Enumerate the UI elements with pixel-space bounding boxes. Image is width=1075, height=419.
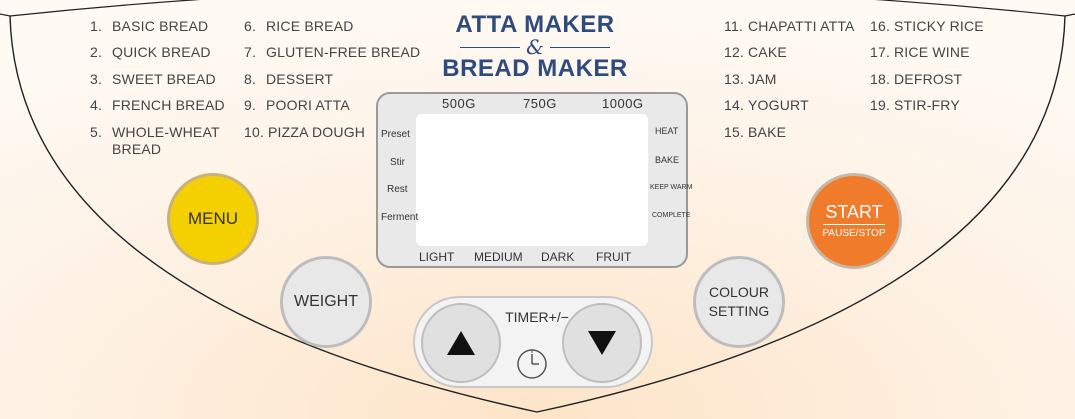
program-item: 7.GLUTEN-FREE BREAD bbox=[244, 44, 421, 60]
program-item: 16.STICKY RICE bbox=[870, 18, 984, 34]
start-button-label: START bbox=[825, 201, 883, 222]
stage-heat-label: HEAT bbox=[655, 126, 679, 136]
timer-decrease-button[interactable] bbox=[562, 303, 642, 383]
stage-keep-warm-label: KEEP WARM bbox=[650, 184, 693, 191]
weight-1000g-label: 1000G bbox=[602, 96, 644, 111]
program-item: 8.DESSERT bbox=[244, 71, 334, 87]
stage-preset-label: Preset bbox=[381, 129, 410, 140]
program-item: 14.YOGURT bbox=[724, 97, 809, 113]
stage-ferment-label: Ferment bbox=[381, 212, 419, 223]
program-item: 15.BAKE bbox=[724, 124, 787, 140]
program-item: 2.QUICK BREAD bbox=[90, 44, 211, 60]
program-item: 18.DEFROST bbox=[870, 71, 963, 87]
program-item: 17.RICE WINE bbox=[870, 44, 970, 60]
stage-rest-label: Rest bbox=[387, 184, 408, 195]
program-item: 3.SWEET BREAD bbox=[90, 71, 216, 87]
weight-button[interactable]: WEIGHT bbox=[280, 256, 372, 348]
program-item: 6.RICE BREAD bbox=[244, 18, 354, 34]
program-item: 19.STIR-FRY bbox=[870, 97, 960, 113]
crust-dark-label: DARK bbox=[541, 250, 575, 264]
stage-complete-label: COMPLETE bbox=[652, 212, 691, 219]
program-item: 12.CAKE bbox=[724, 44, 787, 60]
crust-light-label: LIGHT bbox=[419, 250, 455, 264]
clock-icon bbox=[517, 349, 547, 379]
triangle-down-icon bbox=[588, 331, 616, 355]
crust-medium-label: MEDIUM bbox=[474, 250, 523, 264]
stage-bake-label: BAKE bbox=[655, 155, 680, 165]
triangle-up-icon bbox=[447, 331, 475, 355]
weight-750g-label: 750G bbox=[523, 96, 557, 111]
brand-ampersand: & bbox=[440, 37, 630, 57]
weight-500g-label: 500G bbox=[442, 96, 476, 111]
program-item: 10.PIZZA DOUGH bbox=[244, 124, 366, 140]
pause-stop-label: PAUSE/STOP bbox=[822, 223, 886, 241]
brand-title-line2: BREAD MAKER bbox=[442, 55, 628, 82]
brand-logo: ATTA MAKER & BREAD MAKER bbox=[440, 12, 630, 82]
stage-stir-label: Stir bbox=[390, 157, 405, 168]
weight-button-label: WEIGHT bbox=[294, 293, 358, 310]
program-item: 4.FRENCH BREAD bbox=[90, 97, 225, 113]
menu-button-label: MENU bbox=[187, 209, 239, 228]
timer-increase-button[interactable] bbox=[421, 303, 501, 383]
lcd-screen bbox=[416, 114, 648, 246]
timer-label: TIMER+/− bbox=[505, 309, 569, 325]
program-item: 1.BASIC BREAD bbox=[90, 18, 209, 34]
program-item: 9.POORI ATTA bbox=[244, 97, 350, 113]
brand-title-line1: ATTA MAKER bbox=[455, 11, 615, 38]
program-item: 11.CHAPATTI ATTA bbox=[724, 18, 855, 34]
colour-setting-button[interactable]: COLOUR SETTING bbox=[693, 256, 785, 348]
crust-fruit-label: FRUIT bbox=[596, 250, 632, 264]
program-item: 13.JAM bbox=[724, 71, 777, 87]
colour-button-label-line1: COLOUR bbox=[709, 284, 769, 300]
menu-button[interactable]: MENU bbox=[167, 173, 259, 265]
colour-button-label-line2: SETTING bbox=[708, 303, 770, 319]
start-pause-stop-button[interactable]: START PAUSE/STOP bbox=[806, 173, 902, 269]
